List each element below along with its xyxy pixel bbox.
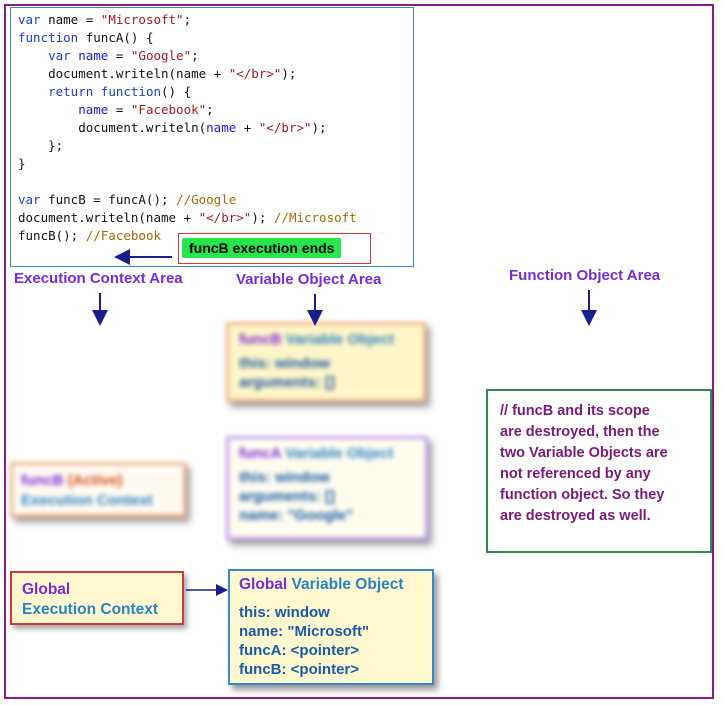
code-token: = [108, 48, 131, 63]
funcA-vo-title: Variable Object [280, 445, 394, 462]
code-token: + [236, 120, 259, 135]
code-token: "Microsoft" [100, 12, 184, 27]
code-token: name = [40, 12, 101, 27]
funcB-vo-title: Variable Object [281, 331, 395, 348]
code-token: "</br>" [228, 66, 282, 81]
code-panel: var name = "Microsoft";function funcA() … [10, 7, 414, 267]
funcB-vo-line: arguments: [] [239, 374, 335, 391]
note-line: not referenced by any [500, 466, 651, 482]
execution-context-area-title: Execution Context Area [14, 270, 183, 287]
code-line: var funcB = funcA(); //Google [18, 191, 413, 209]
funcB-ec-label: Execution Context [21, 492, 153, 509]
note-line: are destroyed, then the [500, 424, 660, 440]
function-object-area-title: Function Object Area [509, 267, 661, 284]
global-ec-label: Execution Context [22, 601, 159, 618]
funcB-vo-name: funcB [239, 331, 282, 348]
code-line: document.writeln(name + "</br>"); [18, 65, 413, 83]
code-token: } [18, 156, 26, 171]
code-token: function [100, 84, 162, 99]
code-token: ; [191, 48, 199, 63]
explanation-note: // funcB and its scope are destroyed, the… [486, 389, 712, 553]
global-vo-name: Global [239, 576, 288, 593]
global-vo-line: this: window [239, 604, 330, 621]
diagram-frame [4, 4, 714, 699]
code-line: funcB(); //Facebook [18, 227, 413, 245]
code-line: document.writeln(name + "</br>"); //Micr… [18, 209, 413, 227]
code-token: }; [18, 138, 64, 153]
code-line: document.writeln(name + "</br>"); [18, 119, 413, 137]
funcA-vo-line: arguments: [] [239, 488, 335, 505]
code-line: }; [18, 137, 413, 155]
funcB-vo-line: this: window [239, 355, 330, 372]
code-line: var name = "Google"; [18, 47, 413, 65]
note-line: two Variable Objects are [500, 445, 668, 461]
global-vo-line: funcB: <pointer> [239, 661, 360, 678]
code-line: name = "Facebook"; [18, 101, 413, 119]
code-token: function [18, 30, 79, 45]
code-token: "Google" [130, 48, 192, 63]
code-token: var [18, 12, 41, 27]
global-vo-title: Variable Object [287, 576, 404, 593]
code-token: "</br>" [198, 210, 252, 225]
code-token: name [78, 48, 109, 63]
funcB-variable-object: funcB Variable Object this: window argum… [226, 322, 426, 402]
code-line: var name = "Microsoft"; [18, 11, 413, 29]
code-token: //Facebook [85, 228, 161, 243]
code-token: "</br>" [258, 120, 312, 135]
code-token: name [78, 102, 109, 117]
code-line: return function() { [18, 83, 413, 101]
funcA-variable-object: funcA Variable Object this: window argum… [226, 436, 428, 540]
code-token: funcA() { [78, 30, 154, 45]
code-token: document.writeln(name + [18, 66, 229, 81]
funcB-ec-active: (Active) [63, 472, 123, 489]
global-variable-object: Global Variable Object this: window name… [228, 569, 434, 685]
global-vo-line: funcA: <pointer> [239, 642, 360, 659]
code-token: ); [281, 66, 297, 81]
funcB-execution-context: funcB (Active) Execution Context [10, 462, 186, 517]
code-line: function funcA() { [18, 29, 413, 47]
code-token: var [48, 48, 71, 63]
code-token: = [108, 102, 131, 117]
code-token: funcB = funcA(); [40, 192, 177, 207]
code-token: //Google [176, 192, 237, 207]
funcB-ec-name: funcB [21, 472, 64, 489]
global-vo-line: name: "Microsoft" [239, 623, 370, 640]
code-token: () { [161, 84, 192, 99]
code-token: funcB(); [18, 228, 86, 243]
code-token: ); [311, 120, 327, 135]
code-token: "Facebook" [130, 102, 207, 117]
variable-object-area-title: Variable Object Area [236, 271, 382, 288]
note-line: are destroyed as well. [500, 508, 651, 524]
code-token: name [206, 120, 237, 135]
code-token: var [18, 192, 41, 207]
code-token: ; [183, 12, 192, 27]
step-label: funcB execution ends [182, 238, 342, 258]
global-execution-context: Global Execution Context [10, 571, 184, 625]
note-line: // funcB and its scope [500, 403, 650, 419]
code-token: document.writeln(name + [18, 210, 199, 225]
funcA-vo-line: this: window [239, 469, 330, 486]
code-token: //Microsoft [273, 210, 357, 225]
global-ec-title: Global [22, 581, 71, 598]
funcA-vo-name: funcA [239, 445, 281, 462]
note-line: function object. So they [500, 487, 665, 503]
code-token: document.writeln( [18, 120, 207, 135]
code-token: return [48, 84, 94, 99]
code-line: } [18, 155, 413, 173]
code-token: ; [206, 102, 214, 117]
code-token: ); [251, 210, 274, 225]
step-box: funcB execution ends [178, 233, 371, 264]
funcA-vo-line: name: "Google" [239, 507, 354, 524]
